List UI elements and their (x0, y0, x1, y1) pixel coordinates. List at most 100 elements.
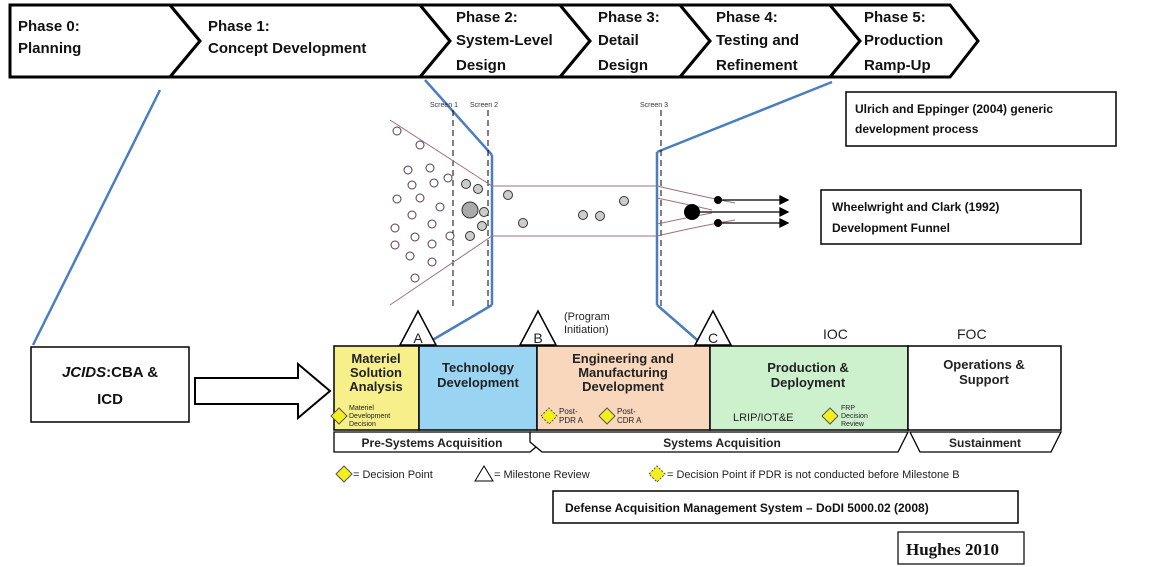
legend-decision-text: = Decision Point (353, 469, 433, 481)
phase-box-operations-support (907, 345, 1062, 431)
phase-chevron-1: Phase 1: Concept Development (166, 3, 452, 79)
ulrich-caption-line1: Ulrich and Eppinger (2004) generic (855, 102, 1053, 116)
phase-0-line1: Phase 0: (18, 18, 80, 35)
pd-note2c: Review (841, 421, 865, 428)
hughes-caption: Hughes 2010 (906, 540, 999, 559)
funnel-cone-top (389, 119, 493, 187)
legend: = Decision Point = Milestone Review = De… (335, 465, 960, 483)
screen-1-label: Screen 1 (430, 102, 458, 109)
program-initiation-line1: (Program (564, 311, 610, 323)
os-line1: Operations & (943, 357, 1025, 372)
legend-pdr-diamond (648, 465, 666, 483)
legend-milestone-text: = Milestone Review (494, 469, 590, 481)
jcids-label-line2: ICD (97, 391, 123, 408)
msa-line3: Analysis (349, 379, 402, 394)
connector-phase0-to-jcids (31, 89, 162, 346)
legend-milestone-triangle (474, 465, 494, 482)
legend-pdr-text: = Decision Point if PDR is not conducted… (667, 469, 960, 481)
phase-3-line1: Phase 3: (598, 9, 660, 26)
td-line1: Technology (442, 360, 515, 375)
msa-line2: Solution (350, 365, 402, 380)
milestone-a: A (398, 309, 438, 346)
os-line2: Support (959, 372, 1009, 387)
ulrich-caption-box: Ulrich and Eppinger (2004) generic devel… (845, 91, 1117, 147)
legend-decision-diamond (335, 465, 353, 483)
funnel-flare-top (656, 185, 736, 204)
msa-note2: Development (349, 413, 390, 420)
phase-5-line1: Phase 5: (864, 9, 926, 26)
connector-phase4-right (656, 80, 833, 154)
wheelwright-caption-line1: Wheelwright and Clark (1992) (832, 200, 999, 214)
milestone-a-label: A (413, 330, 423, 346)
development-funnel: Screen 1 Screen 2 Screen 3 (389, 102, 790, 310)
band-systems-acquisition-label: Systems Acquisition (663, 436, 781, 450)
funnel-flare-inner-top (656, 197, 713, 211)
funnel-product-2 (714, 219, 722, 227)
phase-chevron-2: Phase 2: System-Level Design (416, 3, 592, 79)
hughes-caption-box: Hughes 2010 (897, 531, 1025, 565)
screen-2-label: Screen 2 (470, 102, 498, 109)
emd-line3: Development (582, 379, 664, 394)
phase-3-line2: Detail (598, 32, 639, 49)
emd-note2a: Post- (617, 407, 636, 416)
funnel-product-large (684, 204, 700, 220)
phase-chevron-0: Phase 0: Planning (8, 3, 202, 79)
emd-note1a: Post- (559, 407, 578, 416)
dams-caption-box: Defense Acquisition Management System – … (552, 490, 1019, 524)
ioc-label: IOC (823, 326, 848, 342)
decision-diamond-frp (821, 407, 839, 425)
phase-box-msa (333, 345, 420, 431)
phase-4-line3: Refinement (716, 57, 798, 74)
decision-diamond-post-cdr (598, 407, 616, 425)
milestone-b: B (518, 309, 558, 346)
emd-note1b: PDR A (559, 416, 584, 425)
pd-line1: Production & (767, 360, 849, 375)
milestone-c-label: C (708, 330, 718, 346)
jcids-label-rest: :CBA & (106, 364, 158, 381)
screen-3-label: Screen 3 (640, 102, 668, 109)
msa-note3: Decision (349, 421, 376, 428)
connector-to-milestone-a (423, 303, 493, 347)
phase-box-technology-development (418, 345, 538, 431)
wheelwright-caption-line2: Development Funnel (832, 221, 950, 235)
pd-note2a: FRP (841, 405, 855, 412)
msa-line1: Materiel (351, 351, 400, 366)
emd-line2: Manufacturing (578, 365, 668, 380)
jcids-box: JCIDS:CBA & ICD (30, 346, 190, 423)
phase-chevron-3: Phase 3: Detail Design (556, 3, 712, 79)
phase-3-line3: Design (598, 57, 648, 74)
milestone-c: C (693, 309, 733, 346)
phase-5-line3: Ramp-Up (864, 57, 931, 74)
acquisition-chart: Materiel Solution Analysis Materiel Deve… (330, 345, 1063, 453)
phase-1-line2: Concept Development (208, 40, 366, 57)
phase-4-line1: Phase 4: (716, 9, 778, 26)
phase-0-line2: Planning (18, 40, 81, 57)
phase-2-line2: System-Level (456, 32, 553, 49)
phase-5-line2: Production (864, 32, 943, 49)
emd-note2b: CDR A (617, 416, 642, 425)
ulrich-caption-line2: development process (855, 122, 979, 136)
emd-line1: Engineering and (572, 351, 674, 366)
funnel-product-1 (714, 196, 722, 204)
jcids-arrow (194, 361, 332, 421)
phase-chevron-5: Phase 5: Production Ramp-Up (826, 3, 980, 79)
connector-phase2-left (424, 79, 493, 156)
band-sustainment-label: Sustainment (949, 436, 1021, 450)
funnel-cone-bottom (389, 235, 493, 306)
connector-to-milestone-c (656, 304, 704, 346)
funnel-output-arrows (700, 194, 790, 229)
phase-box-emd (536, 345, 711, 431)
band-sustainment (908, 431, 1063, 453)
msa-note1: Materiel (349, 405, 374, 412)
decision-diamond-mdd (330, 407, 348, 425)
wheelwright-caption-box: Wheelwright and Clark (1992) Development… (820, 189, 1082, 245)
pd-note2b: Decision (841, 413, 868, 420)
foc-label: FOC (957, 326, 987, 342)
program-initiation-line2: Initiation) (564, 324, 609, 336)
pd-line2: Deployment (771, 375, 846, 390)
phase-1-line1: Phase 1: (208, 18, 270, 35)
funnel-screened-ideas (461, 179, 629, 241)
dams-caption: Defense Acquisition Management System – … (565, 501, 929, 515)
phase-2-line3: Design (456, 57, 506, 74)
